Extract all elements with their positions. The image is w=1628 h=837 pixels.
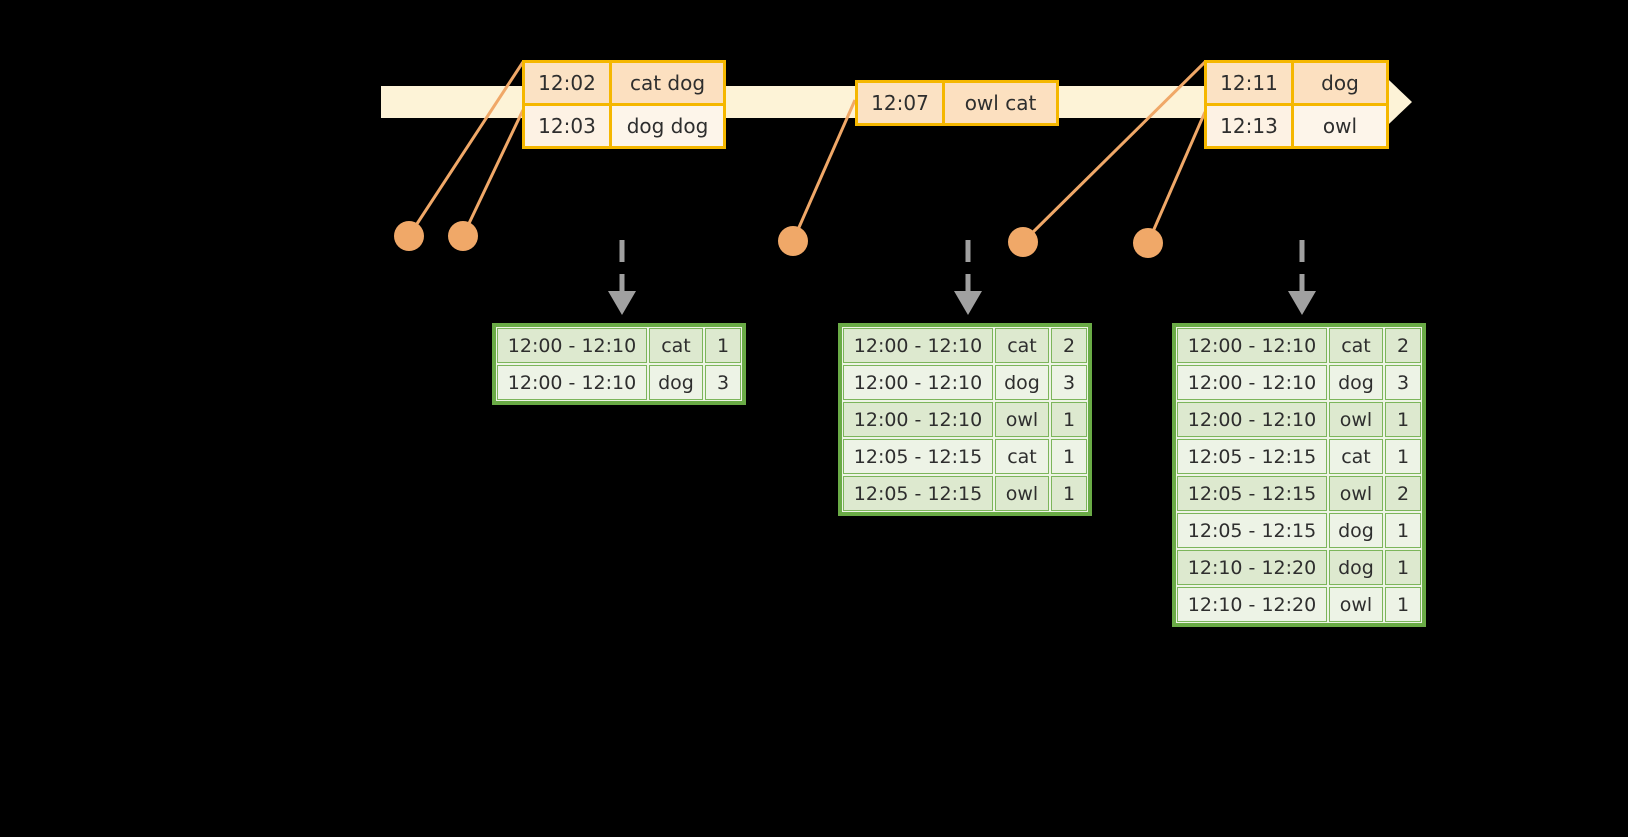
window-cell: 12:10 - 12:20 — [1177, 587, 1327, 622]
table-row[interactable]: 12:00 - 12:10 cat 2 — [1176, 327, 1422, 364]
window-cell: 12:00 - 12:10 — [1177, 365, 1327, 400]
connector-lines — [407, 60, 1207, 244]
window-cell: 12:00 - 12:10 — [497, 328, 647, 363]
window-cell: 12:00 - 12:10 — [1177, 328, 1327, 363]
word-cell: owl — [995, 476, 1049, 511]
stream-dot-1[interactable] — [394, 221, 424, 251]
window-cell: 12:00 - 12:10 — [843, 402, 993, 437]
event-row[interactable]: 12:13 owl — [1207, 103, 1386, 146]
stream-dot-3[interactable] — [778, 226, 808, 256]
event-time: 12:11 — [1207, 63, 1291, 103]
event-row[interactable]: 12:02 cat dog — [525, 63, 723, 103]
emit-arrow-head-2 — [954, 291, 982, 315]
event-time: 12:03 — [525, 106, 609, 146]
stream-dot-5[interactable] — [1133, 228, 1163, 258]
word-cell: cat — [995, 439, 1049, 474]
event-time: 12:07 — [858, 83, 942, 123]
table-row[interactable]: 12:05 - 12:15 dog 1 — [1176, 512, 1422, 549]
table-row[interactable]: 12:10 - 12:20 dog 1 — [1176, 549, 1422, 586]
count-cell: 3 — [1385, 365, 1421, 400]
result-table-2[interactable]: 12:00 - 12:10 cat 2 12:00 - 12:10 dog 3 … — [838, 323, 1092, 516]
word-cell: owl — [1329, 402, 1383, 437]
emit-arrows — [619, 240, 1305, 292]
table-row[interactable]: 12:10 - 12:20 owl 1 — [1176, 586, 1422, 623]
result-table-1[interactable]: 12:00 - 12:10 cat 1 12:00 - 12:10 dog 3 — [492, 323, 746, 405]
event-row[interactable]: 12:11 dog — [1207, 63, 1386, 103]
count-cell: 3 — [1051, 365, 1087, 400]
table-row[interactable]: 12:00 - 12:10 dog 3 — [842, 364, 1088, 401]
table-row[interactable]: 12:00 - 12:10 dog 3 — [496, 364, 742, 401]
event-words: dog dog — [609, 106, 723, 146]
count-cell: 2 — [1385, 328, 1421, 363]
window-cell: 12:00 - 12:10 — [843, 328, 993, 363]
count-cell: 1 — [1385, 587, 1421, 622]
table-row[interactable]: 12:00 - 12:10 owl 1 — [1176, 401, 1422, 438]
stream-dot-4[interactable] — [1008, 227, 1038, 257]
emit-arrow-head-1 — [608, 291, 636, 315]
result-table-3[interactable]: 12:00 - 12:10 cat 2 12:00 - 12:10 dog 3 … — [1172, 323, 1426, 627]
window-cell: 12:10 - 12:20 — [1177, 550, 1327, 585]
word-cell: cat — [649, 328, 703, 363]
table-row[interactable]: 12:00 - 12:10 owl 1 — [842, 401, 1088, 438]
connector-line-2 — [461, 109, 525, 237]
word-cell: dog — [995, 365, 1049, 400]
table-row[interactable]: 12:00 - 12:10 cat 1 — [496, 327, 742, 364]
event-group-1[interactable]: 12:02 cat dog 12:03 dog dog — [522, 60, 726, 149]
table-row[interactable]: 12:05 - 12:15 owl 2 — [1176, 475, 1422, 512]
window-cell: 12:05 - 12:15 — [843, 476, 993, 511]
word-cell: dog — [1329, 365, 1383, 400]
count-cell: 1 — [1385, 550, 1421, 585]
count-cell: 1 — [1051, 476, 1087, 511]
connector-line-5 — [1146, 111, 1207, 244]
count-cell: 2 — [1385, 476, 1421, 511]
emit-arrow-head-3 — [1288, 291, 1316, 315]
connector-line-3 — [791, 99, 857, 242]
window-cell: 12:05 - 12:15 — [1177, 513, 1327, 548]
stream-dot-2[interactable] — [448, 221, 478, 251]
window-cell: 12:00 - 12:10 — [497, 365, 647, 400]
event-words: dog — [1291, 63, 1386, 103]
event-group-2[interactable]: 12:07 owl cat — [855, 80, 1059, 126]
table-row[interactable]: 12:05 - 12:15 cat 1 — [1176, 438, 1422, 475]
stream-dots — [394, 221, 1163, 258]
count-cell: 1 — [705, 328, 741, 363]
table-row[interactable]: 12:00 - 12:10 cat 2 — [842, 327, 1088, 364]
window-cell: 12:05 - 12:15 — [1177, 439, 1327, 474]
event-time: 12:02 — [525, 63, 609, 103]
window-cell: 12:05 - 12:15 — [1177, 476, 1327, 511]
event-row[interactable]: 12:03 dog dog — [525, 103, 723, 146]
window-cell: 12:00 - 12:10 — [843, 365, 993, 400]
word-cell: cat — [1329, 439, 1383, 474]
word-cell: owl — [1329, 476, 1383, 511]
event-words: owl — [1291, 106, 1386, 146]
count-cell: 3 — [705, 365, 741, 400]
word-cell: dog — [1329, 513, 1383, 548]
connector-line-4 — [1021, 60, 1207, 244]
word-cell: dog — [1329, 550, 1383, 585]
event-words: owl cat — [942, 83, 1056, 123]
table-row[interactable]: 12:00 - 12:10 dog 3 — [1176, 364, 1422, 401]
emit-arrow-heads — [608, 291, 1316, 315]
count-cell: 1 — [1385, 439, 1421, 474]
word-cell: dog — [649, 365, 703, 400]
word-cell: owl — [1329, 587, 1383, 622]
count-cell: 1 — [1385, 513, 1421, 548]
event-time: 12:13 — [1207, 106, 1291, 146]
connector-line-1 — [407, 61, 525, 237]
event-group-3[interactable]: 12:11 dog 12:13 owl — [1204, 60, 1389, 149]
word-cell: cat — [995, 328, 1049, 363]
window-cell: 12:00 - 12:10 — [1177, 402, 1327, 437]
count-cell: 1 — [1051, 402, 1087, 437]
count-cell: 1 — [1051, 439, 1087, 474]
table-row[interactable]: 12:05 - 12:15 owl 1 — [842, 475, 1088, 512]
table-row[interactable]: 12:05 - 12:15 cat 1 — [842, 438, 1088, 475]
word-cell: cat — [1329, 328, 1383, 363]
count-cell: 1 — [1385, 402, 1421, 437]
word-cell: owl — [995, 402, 1049, 437]
count-cell: 2 — [1051, 328, 1087, 363]
event-row[interactable]: 12:07 owl cat — [858, 83, 1056, 123]
event-words: cat dog — [609, 63, 723, 103]
window-cell: 12:05 - 12:15 — [843, 439, 993, 474]
